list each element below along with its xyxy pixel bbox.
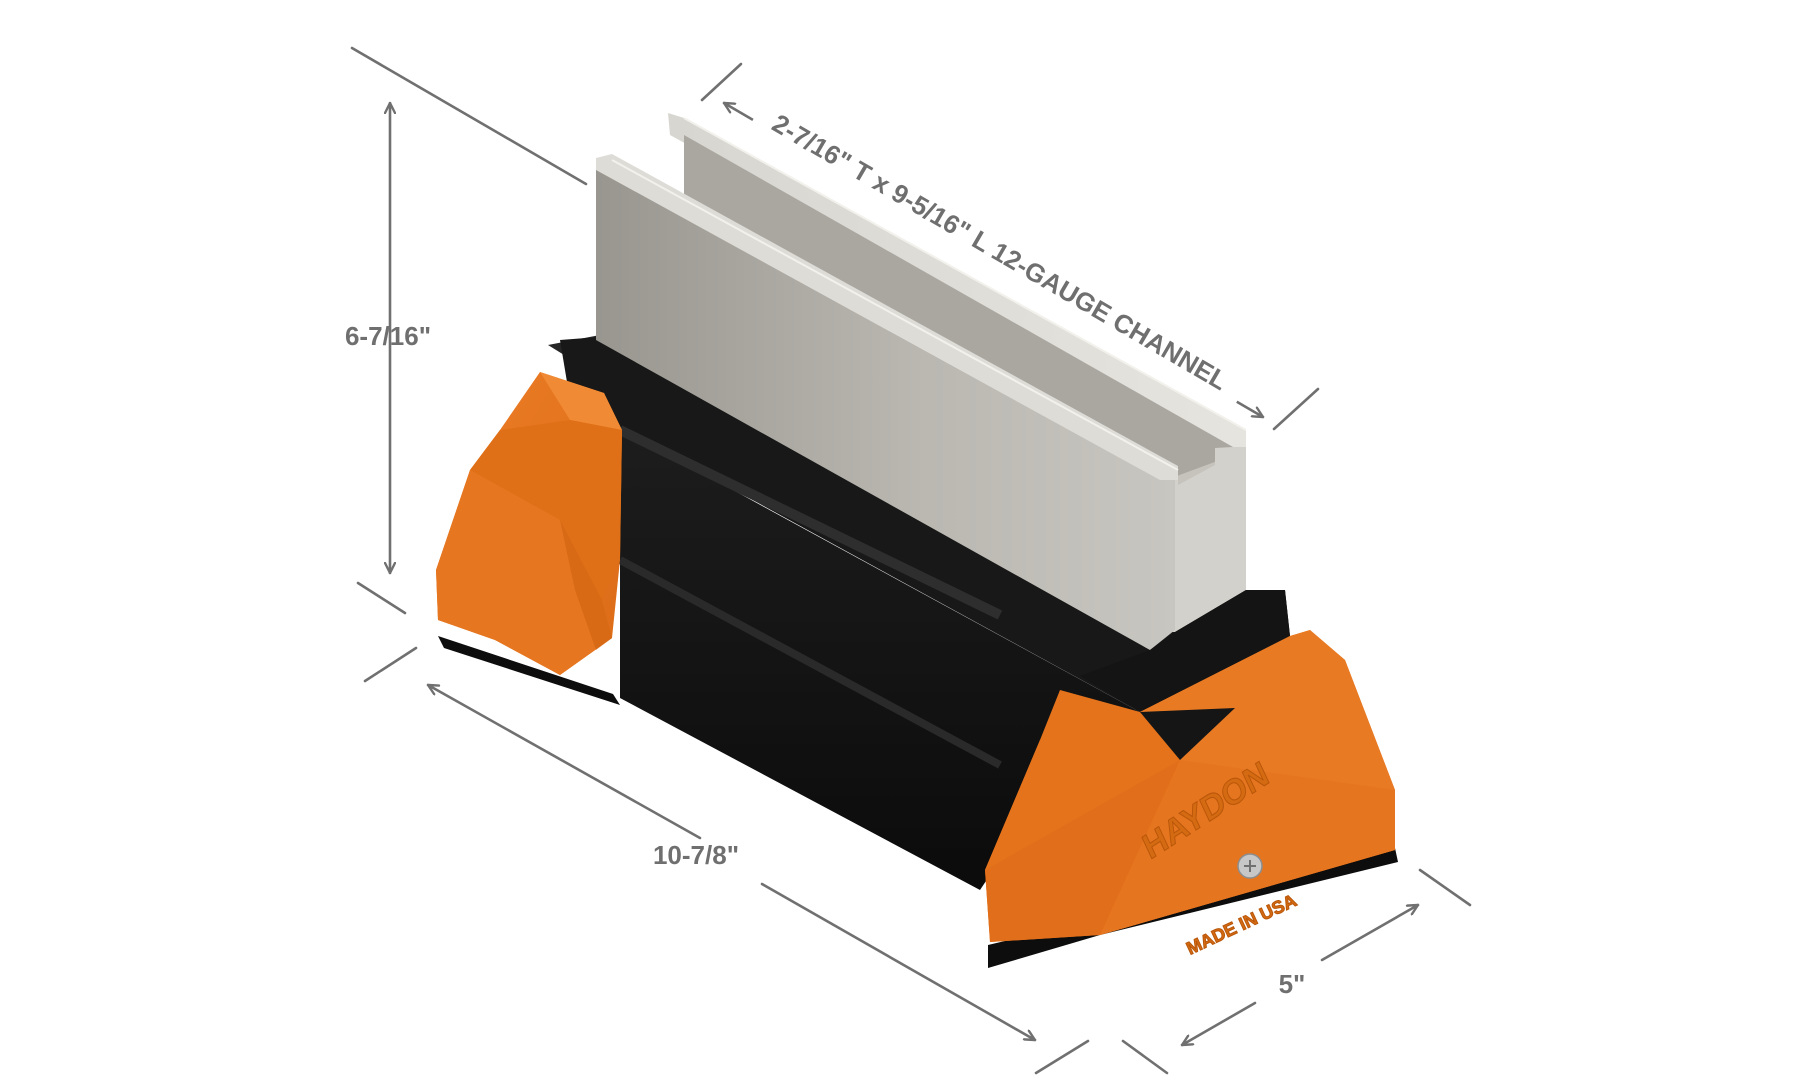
front-end-cap (985, 630, 1395, 942)
base-groove-lower (618, 556, 1002, 769)
length-arrow-upper (426, 683, 702, 840)
rear-end-cap (436, 372, 622, 675)
height-ext-top (350, 46, 588, 186)
width-ext-right (1418, 868, 1472, 907)
height-label: 6-7/16" (345, 321, 431, 351)
channel-label-gap (749, 95, 1252, 407)
pipe-support-product: HAYDON MADE IN USA (436, 113, 1398, 968)
length-ext-right (1034, 1039, 1090, 1075)
width-arrow-upper (1320, 903, 1420, 962)
width-label: 5" (1279, 969, 1306, 999)
length-ext-left (363, 646, 418, 683)
length-arrow-lower (760, 882, 1037, 1042)
width-ext-left (1121, 1039, 1169, 1075)
channel-ext-left (700, 62, 743, 102)
screw-icon (1237, 853, 1263, 879)
height-ext-bottom (356, 581, 407, 615)
width-arrow-lower (1180, 1001, 1257, 1047)
rear-bottom-pad (438, 636, 620, 705)
channel-ext-right (1272, 387, 1320, 431)
base-groove-upper (617, 425, 1003, 620)
length-label: 10-7/8" (653, 840, 739, 870)
channel-end-profile (1160, 447, 1246, 632)
